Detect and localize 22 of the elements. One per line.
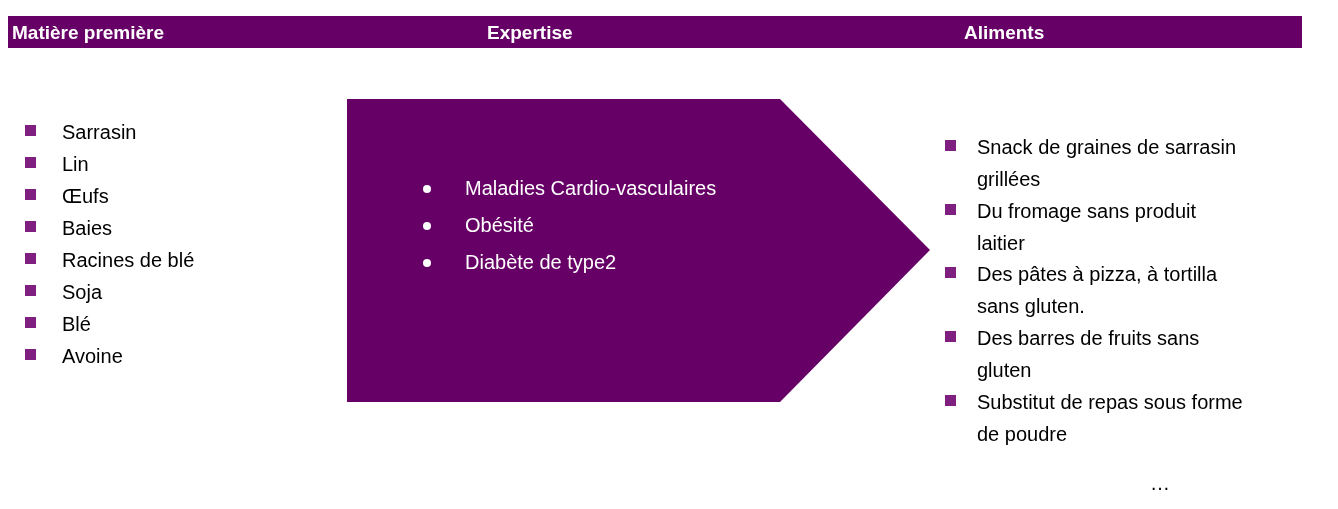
column-heading: Matière première — [12, 22, 165, 44]
list-item: Du fromage sans produit laitier — [977, 199, 1197, 256]
list-item: Sarrasin — [62, 120, 138, 145]
list-item: Substitut de repas sous forme de poudre — [977, 390, 1244, 447]
list-item: Diabète de type2 — [465, 251, 617, 274]
list-item: Des barres de fruits sans gluten — [977, 326, 1201, 383]
ellipsis-text: … — [1150, 472, 1170, 495]
list-item: Maladies Cardio-vasculaires — [465, 177, 717, 200]
list-item: Blé — [62, 312, 92, 337]
column-heading: Aliments — [964, 22, 1045, 44]
list-item: Racines de blé — [62, 248, 196, 273]
list-item: Avoine — [62, 344, 124, 369]
list-item: Baies — [62, 216, 114, 241]
list-item: Obésité — [465, 214, 534, 237]
list-item: Œufs — [62, 184, 110, 209]
list-item: Des pâtes à pizza, à tortilla sans gluten. — [977, 262, 1219, 319]
header-band — [8, 16, 1302, 48]
list-item: Soja — [62, 280, 104, 305]
column-heading: Expertise — [487, 22, 573, 44]
pentagon-arrow-shape — [347, 99, 930, 402]
list-item: Snack de graines de sarrasin grillées — [977, 135, 1238, 192]
list-item: Lin — [62, 152, 90, 177]
